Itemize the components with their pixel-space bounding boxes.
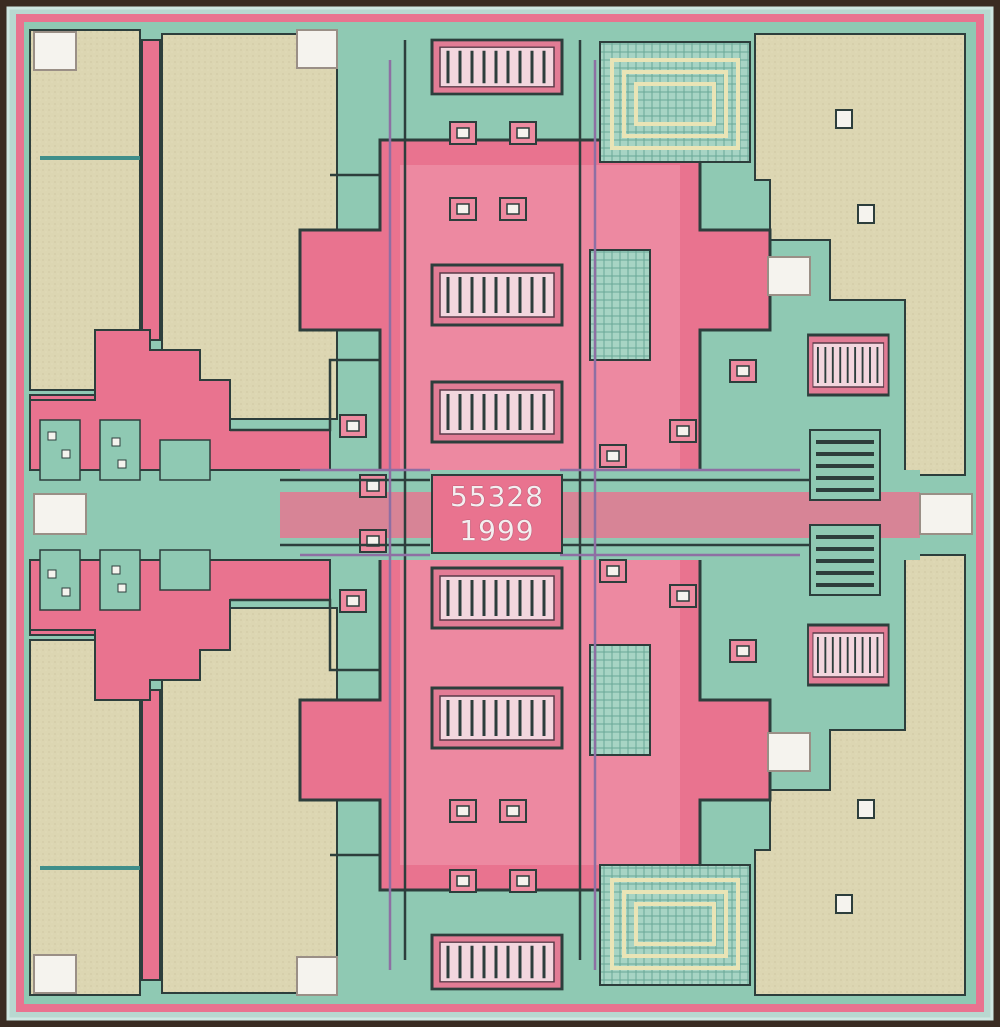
bond-pad-right-upper (767, 256, 811, 296)
bond-pads (33, 29, 973, 996)
substrate-markers (835, 109, 875, 914)
bond-pad-bottom-left (33, 954, 77, 994)
serpentine-areas (589, 41, 751, 986)
routing-traces (230, 40, 810, 960)
stripe-blocks (809, 429, 881, 596)
bond-pad-left (33, 493, 87, 535)
bond-pad-top-mid (296, 29, 338, 69)
bond-pad-bottom-mid (296, 956, 338, 996)
bond-pad-top-left (33, 31, 77, 71)
routing-purple (300, 60, 800, 970)
left-logic-cluster (29, 329, 331, 701)
marking-plate (431, 474, 563, 554)
bond-pad-right-lower (767, 732, 811, 772)
bond-pad-right (919, 493, 973, 535)
die-year: 1999 (459, 514, 535, 547)
die-part-number: 55328 (449, 480, 545, 513)
